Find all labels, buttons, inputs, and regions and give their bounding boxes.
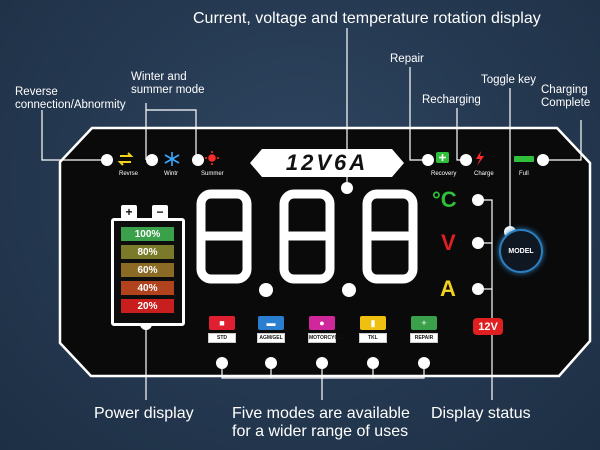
recharging-annotation: Recharging bbox=[422, 94, 481, 106]
charge-indicator-label: Charge bbox=[474, 171, 494, 177]
full-bar-icon bbox=[514, 156, 534, 162]
dot-title bbox=[341, 182, 353, 194]
motorcycle-icon: ● bbox=[309, 316, 335, 330]
control-panel bbox=[58, 126, 592, 378]
battery-level-100: 100% bbox=[121, 227, 174, 241]
reverse-annotation-line-1: Reverse bbox=[15, 86, 58, 98]
display-status-annotation: Display status bbox=[431, 405, 531, 422]
rotation-display-annotation: Current, voltage and temperature rotatio… bbox=[193, 10, 541, 27]
celsius-unit: °C bbox=[432, 187, 457, 212]
reverse-arrows-icon bbox=[117, 152, 134, 166]
dot-mode-1 bbox=[216, 357, 228, 369]
snowflake-icon bbox=[164, 152, 180, 166]
reverse-indicator-label: Revrse bbox=[119, 171, 139, 177]
mode-std-label: STD bbox=[208, 333, 236, 343]
dot-recharging bbox=[460, 154, 472, 166]
decimal-point-1 bbox=[259, 283, 273, 297]
charging-complete-line-2: Complete bbox=[541, 97, 591, 110]
mode-tkl-label: TKL bbox=[359, 333, 387, 343]
battery-positive-terminal: + bbox=[121, 205, 137, 219]
five-modes-annotation: Five modes are available for a wider ran… bbox=[232, 405, 410, 442]
dot-summer bbox=[192, 154, 204, 166]
battery-level-60: 60% bbox=[121, 263, 174, 277]
lightning-icon bbox=[476, 151, 484, 166]
volt-unit: V bbox=[441, 230, 456, 255]
reverse-annotation-line-2: connection/Abnormity bbox=[15, 99, 126, 112]
dot-volt bbox=[472, 237, 484, 249]
mode-motorcycle-label: MOTORCYCLE bbox=[308, 333, 345, 343]
toggle-key-annotation: Toggle key bbox=[481, 74, 536, 86]
recovery-indicator-label: Recovery bbox=[431, 171, 457, 177]
dot-winter bbox=[146, 154, 158, 166]
battery-level-80: 80% bbox=[121, 245, 174, 259]
decimal-point-2 bbox=[342, 283, 356, 297]
five-modes-line-1: Five modes are available bbox=[232, 405, 410, 422]
reverse-annotation: Reverse connection/Abnormity bbox=[15, 86, 126, 112]
summer-indicator-label: Summer bbox=[201, 171, 224, 177]
product-label: 12V6A bbox=[285, 150, 369, 175]
recovery-icon bbox=[436, 152, 449, 163]
dot-mode-2 bbox=[265, 357, 277, 369]
mode-agm-label: AGM/GEL bbox=[257, 333, 285, 343]
digit-3 bbox=[362, 189, 418, 284]
product-pill bbox=[250, 149, 404, 177]
battery-power-display: 100% 80% 60% 40% 20% bbox=[111, 218, 185, 326]
digit-1 bbox=[196, 189, 252, 284]
five-modes-line-2: for a wider range of uses bbox=[232, 423, 409, 441]
mode-tkl[interactable]: ▮ TKL bbox=[359, 316, 387, 343]
dot-mode-3 bbox=[316, 357, 328, 369]
charging-complete-line-1: Charging bbox=[541, 84, 588, 96]
mode-motorcycle[interactable]: ● MOTORCYCLE bbox=[308, 316, 345, 343]
power-display-annotation: Power display bbox=[94, 405, 194, 422]
amp-unit: A bbox=[440, 276, 456, 301]
car-icon: ■ bbox=[209, 316, 235, 330]
winter-summer-line-2: summer mode bbox=[131, 84, 205, 97]
charging-complete-annotation: Charging Complete bbox=[541, 84, 590, 110]
winter-indicator-label: Wintr bbox=[164, 171, 178, 177]
winter-summer-annotation: Winter and summer mode bbox=[131, 71, 205, 97]
winter-summer-line-1: Winter and bbox=[131, 71, 187, 83]
full-indicator-label: Full bbox=[519, 171, 529, 177]
dot-amp bbox=[472, 283, 484, 295]
battery-negative-terminal: − bbox=[152, 205, 168, 219]
dot-repair bbox=[422, 154, 434, 166]
voltage-badge: 12V bbox=[473, 318, 503, 335]
dot-reverse bbox=[101, 154, 113, 166]
dot-mode-5 bbox=[418, 357, 430, 369]
model-toggle-button[interactable]: MODEL bbox=[499, 229, 543, 273]
dot-mode-4 bbox=[367, 357, 379, 369]
battery-level-20: 20% bbox=[121, 299, 174, 313]
repair-annotation: Repair bbox=[390, 53, 424, 65]
tkl-icon: ▮ bbox=[360, 316, 386, 330]
mode-repair-label: REPAIR bbox=[410, 333, 438, 343]
mode-std[interactable]: ■ STD bbox=[208, 316, 236, 343]
mode-agm-gel[interactable]: ▬ AGM/GEL bbox=[257, 316, 285, 343]
mode-repair[interactable]: + REPAIR bbox=[410, 316, 438, 343]
model-button-label: MODEL bbox=[508, 247, 534, 255]
repair-icon: + bbox=[411, 316, 437, 330]
battery-icon: ▬ bbox=[258, 316, 284, 330]
dot-full bbox=[537, 154, 549, 166]
dot-celsius bbox=[472, 194, 484, 206]
seven-segment-display bbox=[196, 189, 418, 284]
digit-2 bbox=[279, 189, 335, 284]
battery-level-40: 40% bbox=[121, 281, 174, 295]
sun-icon bbox=[205, 151, 219, 165]
